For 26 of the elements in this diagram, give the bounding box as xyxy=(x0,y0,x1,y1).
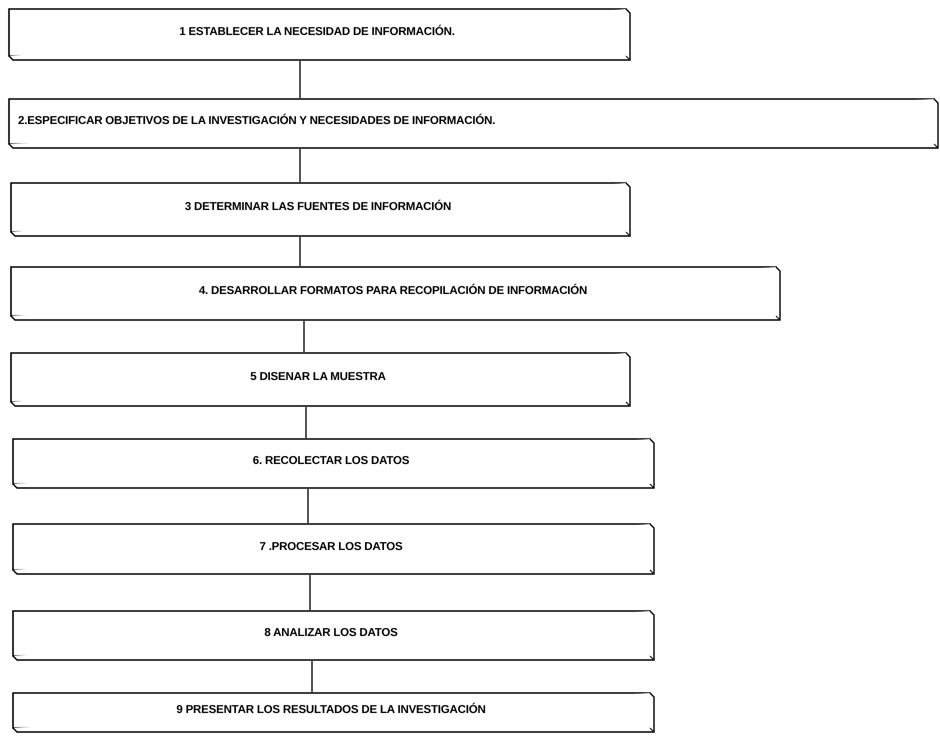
connector-line xyxy=(309,575,311,610)
connector-line xyxy=(303,321,305,352)
step-label: 7 .PROCESAR LOS DATOS xyxy=(260,540,402,552)
step-label: 6. RECOLECTAR LOS DATOS xyxy=(252,455,410,467)
process-box xyxy=(10,182,631,237)
step-label: 1 ESTABLECER LA NECESIDAD DE INFORMACIÓN. xyxy=(179,26,455,38)
connector-line xyxy=(311,661,313,692)
step-label: 9 PRESENTAR LOS RESULTADOS DE LA INVESTIGACIÓN xyxy=(176,704,486,716)
step-label: 3 DETERMINAR LAS FUENTES DE INFORMACIÓN xyxy=(184,201,452,213)
process-box xyxy=(12,523,655,575)
step-label: 8 ANALIZAR LOS DATOS xyxy=(264,627,398,639)
process-box xyxy=(10,266,781,321)
process-box xyxy=(12,610,655,661)
connector-line xyxy=(299,61,301,98)
connector-line xyxy=(299,237,301,266)
step-label: 4. DESARROLLAR FORMATOS PARA RECOPILACIÓN DE INFORMACIÓN xyxy=(198,285,588,297)
process-box xyxy=(8,8,631,61)
process-box xyxy=(10,352,631,407)
process-box xyxy=(12,438,655,489)
process-box xyxy=(8,98,939,149)
connector-line xyxy=(305,407,307,438)
step-label: 5 DISENAR LA MUESTRA xyxy=(250,371,386,383)
connector-line xyxy=(307,489,309,523)
connector-line xyxy=(299,149,301,182)
step-label: 2.ESPECIFICAR OBJETIVOS DE LA INVESTIGACIÓN Y NECESIDADES DE INFORMACIÓN. xyxy=(18,115,496,127)
process-box xyxy=(12,692,655,733)
